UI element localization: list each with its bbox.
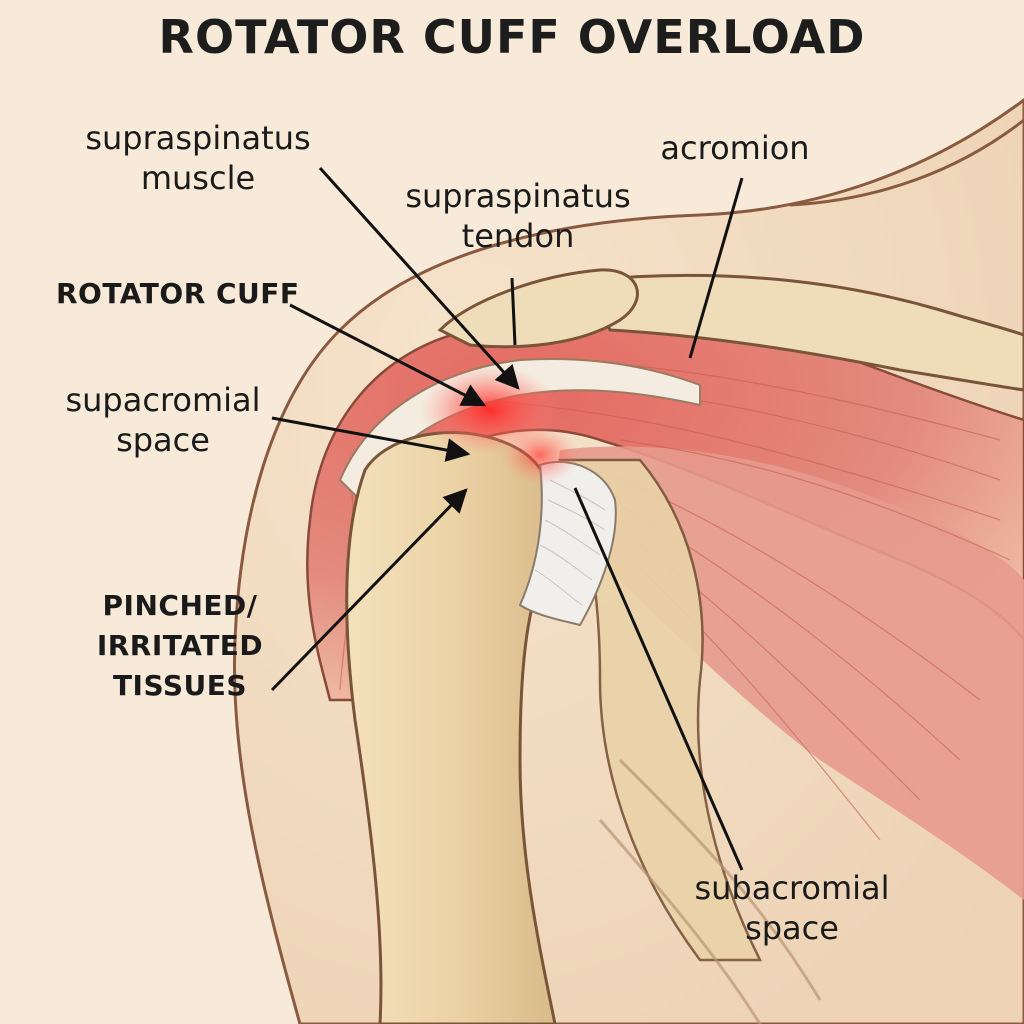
label-line: supraspinatus xyxy=(405,177,631,215)
page-title: ROTATOR CUFF OVERLOAD xyxy=(158,10,866,64)
label-line: tendon xyxy=(461,217,575,255)
label-line: supraspinatus xyxy=(85,119,311,157)
label-line: supacromial xyxy=(65,381,261,419)
trapezius-outline xyxy=(789,118,1024,207)
label-supraspinatus-tendon: supraspinatus tendon xyxy=(388,176,648,256)
leader-supacromial-space xyxy=(271,416,471,462)
leader-supraspinatus-muscle xyxy=(318,166,520,390)
label-line: ROTATOR CUFF xyxy=(56,277,300,310)
label-line: space xyxy=(745,909,839,947)
leader-acromion xyxy=(688,177,744,359)
label-line: space xyxy=(116,421,210,459)
leader-pinched-tissues xyxy=(270,488,468,692)
glenoid-cartilage xyxy=(518,460,617,627)
leader-supraspinatus-tendon xyxy=(510,277,517,346)
rib-outlines xyxy=(598,758,822,1024)
label-supraspinatus-muscle: supraspinatus muscle xyxy=(68,118,328,198)
leader-rotator-cuff xyxy=(289,303,487,407)
label-line: TISSUES xyxy=(112,669,248,702)
leader-subacromial-space xyxy=(573,487,744,871)
label-line: muscle xyxy=(140,159,256,197)
label-pinched-tissues: PINCHED/ IRRITATED TISSUES xyxy=(80,586,280,706)
label-line: acromion xyxy=(660,129,810,167)
label-subacromial-space: subacromial space xyxy=(672,868,912,948)
label-rotator-cuff: ROTATOR CUFF xyxy=(56,274,300,314)
label-line: IRRITATED xyxy=(96,629,264,662)
label-acromion: acromion xyxy=(640,128,830,168)
label-supacromial-space: supacromial space xyxy=(48,380,278,460)
acromion-bone xyxy=(437,268,639,349)
label-line: subacromial xyxy=(694,869,890,907)
scapula-bone xyxy=(557,458,763,962)
label-line: PINCHED/ xyxy=(102,589,258,622)
inflammation-spot-lower xyxy=(500,425,580,485)
